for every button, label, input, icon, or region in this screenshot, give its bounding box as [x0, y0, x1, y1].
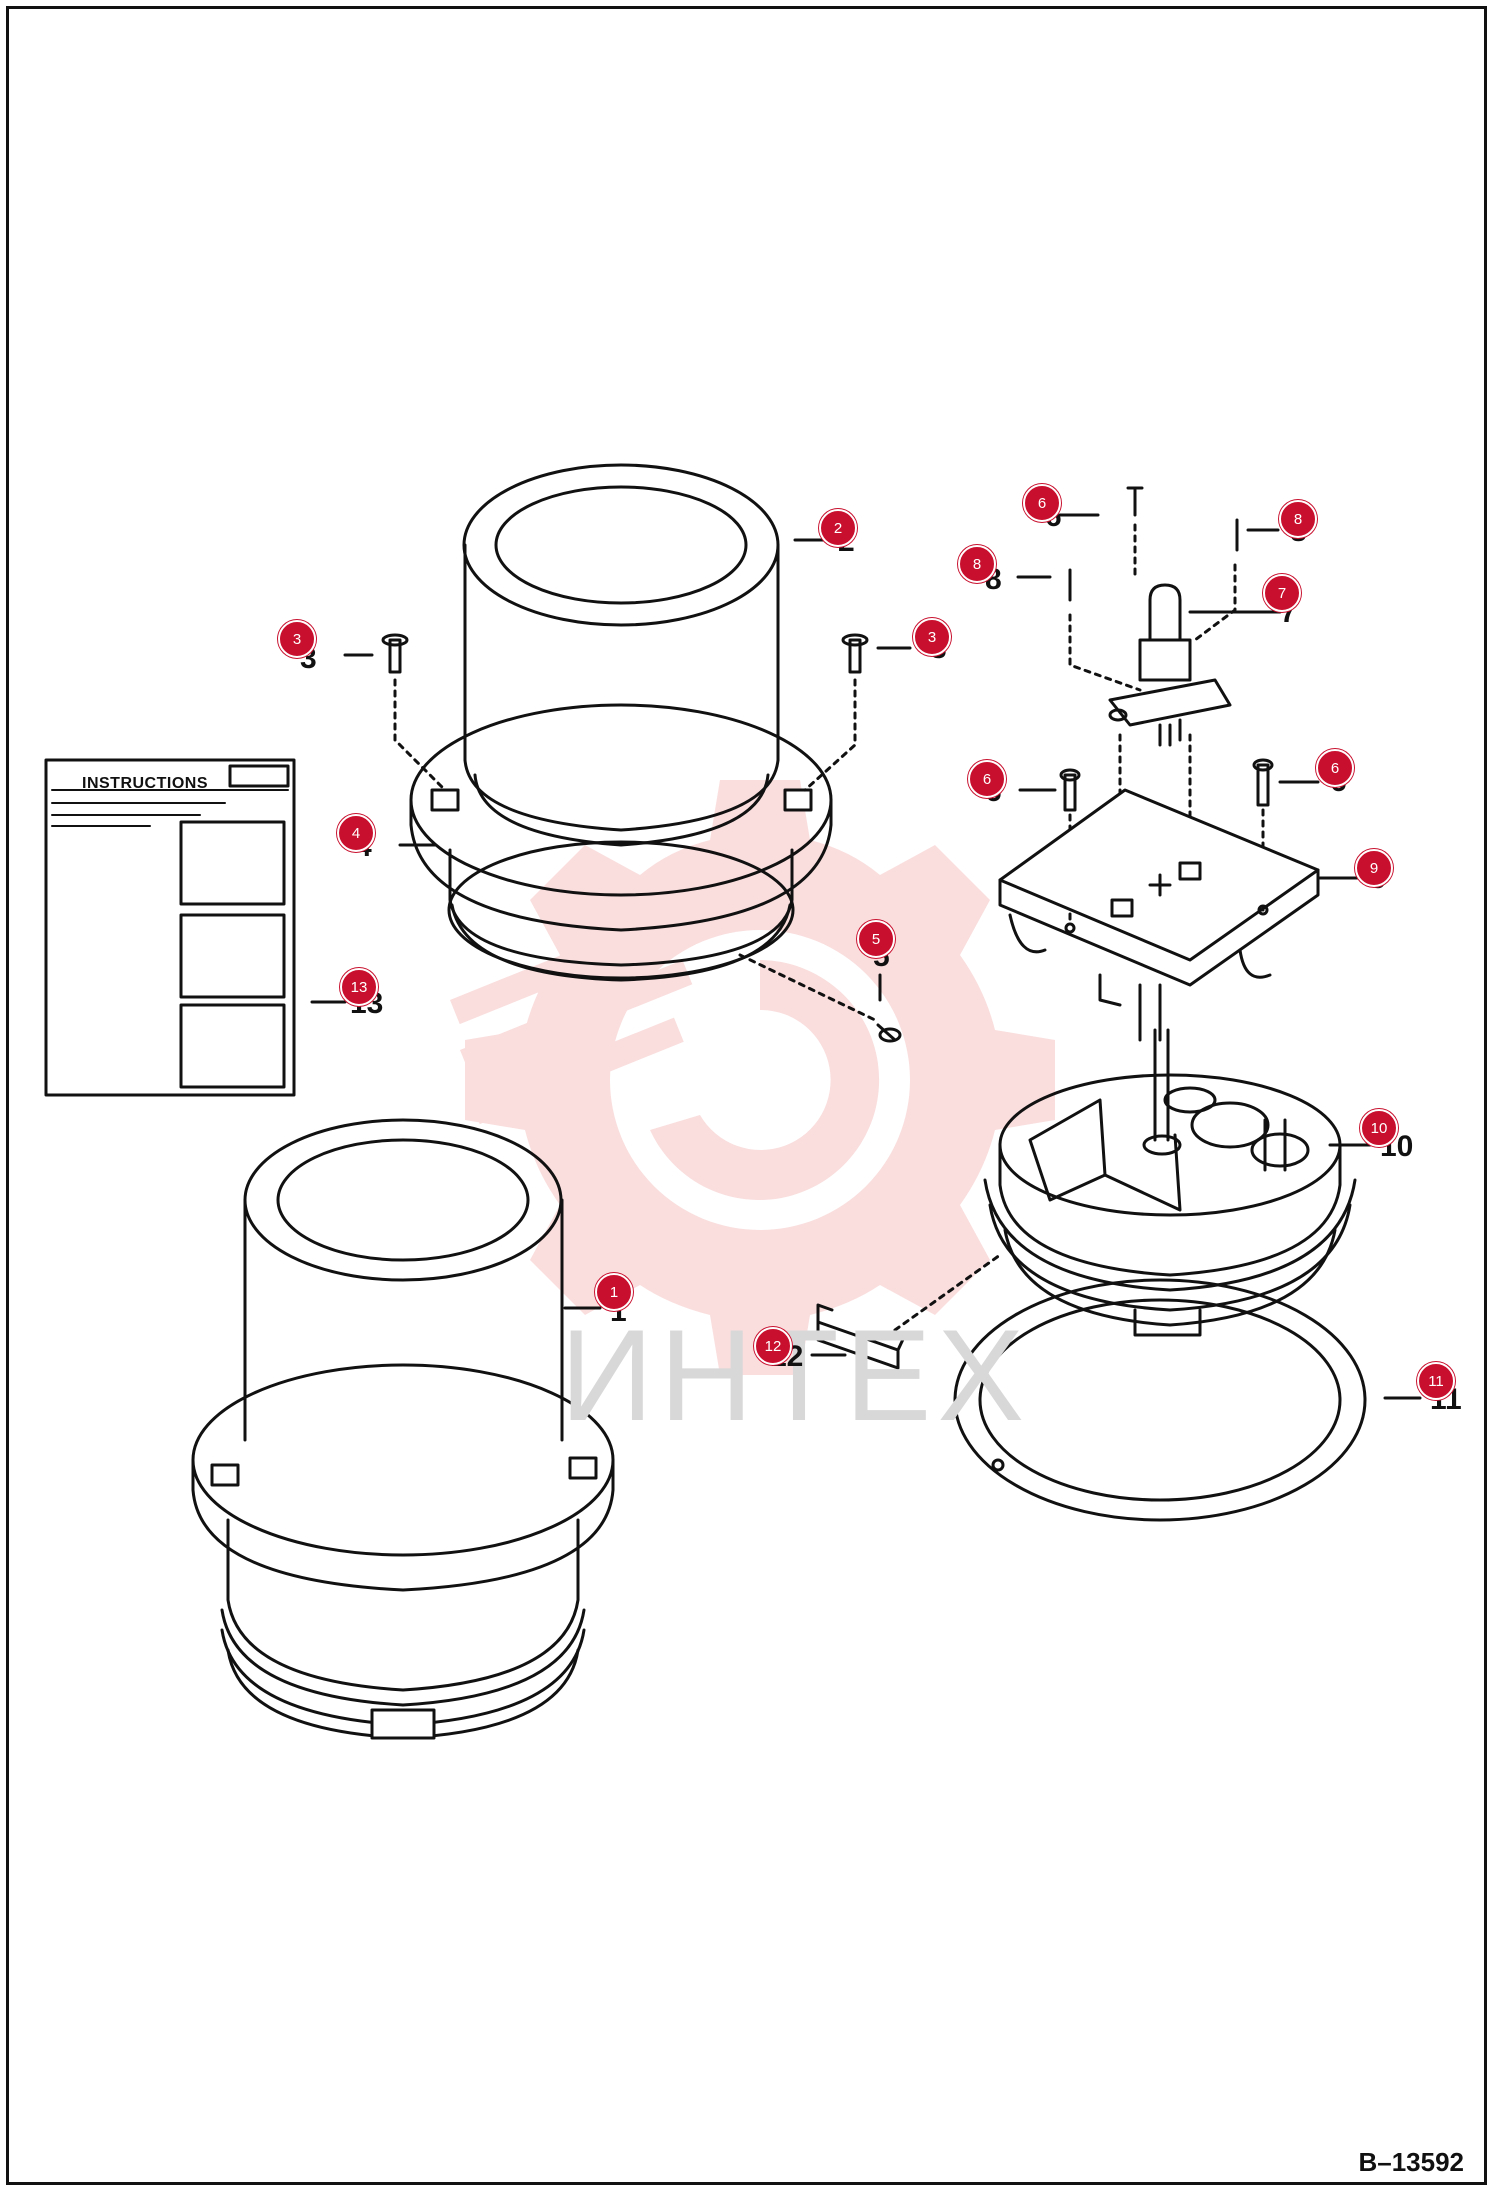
circuit-plate — [998, 788, 1320, 1042]
callout-13[interactable]: 13 — [340, 968, 378, 1006]
callout-6-right[interactable]: 6 — [1316, 749, 1354, 787]
bulb-socket — [1068, 486, 1239, 747]
leader-lines — [310, 513, 1422, 1400]
callout-7[interactable]: 7 — [1263, 574, 1301, 612]
clip — [816, 1253, 1002, 1370]
callout-11[interactable]: 11 — [1417, 1362, 1455, 1400]
callout-8-left[interactable]: 8 — [958, 545, 996, 583]
callout-6-top[interactable]: 6 — [1023, 484, 1061, 522]
base-housing — [983, 1028, 1357, 1337]
callout-2[interactable]: 2 — [819, 509, 857, 547]
callout-6-left[interactable]: 6 — [968, 760, 1006, 798]
watermark-gear — [450, 780, 1055, 1375]
instruction-sheet — [44, 758, 296, 1097]
callout-4[interactable]: 4 — [337, 814, 375, 852]
gasket — [953, 1278, 1367, 1522]
screw-item-5 — [738, 953, 902, 1043]
callout-10[interactable]: 10 — [1360, 1109, 1398, 1147]
upper-beacon — [409, 463, 833, 982]
callout-8-right[interactable]: 8 — [1279, 500, 1317, 538]
callout-3-right[interactable]: 3 — [913, 618, 951, 656]
callout-9[interactable]: 9 — [1355, 849, 1393, 887]
assembled-beacon — [191, 1118, 615, 1740]
instruction-sheet-title: INSTRUCTIONS — [82, 775, 208, 792]
callout-3-left[interactable]: 3 — [278, 620, 316, 658]
watermark-text: ИНТЕХ — [560, 1302, 1031, 1448]
diagram-frame — [6, 6, 1487, 2185]
callout-12[interactable]: 12 — [754, 1327, 792, 1365]
callout-1[interactable]: 1 — [595, 1273, 633, 1311]
callout-5[interactable]: 5 — [857, 920, 895, 958]
screws-item-3 — [381, 633, 869, 792]
figure-reference: B–13592 — [1358, 2147, 1464, 2177]
